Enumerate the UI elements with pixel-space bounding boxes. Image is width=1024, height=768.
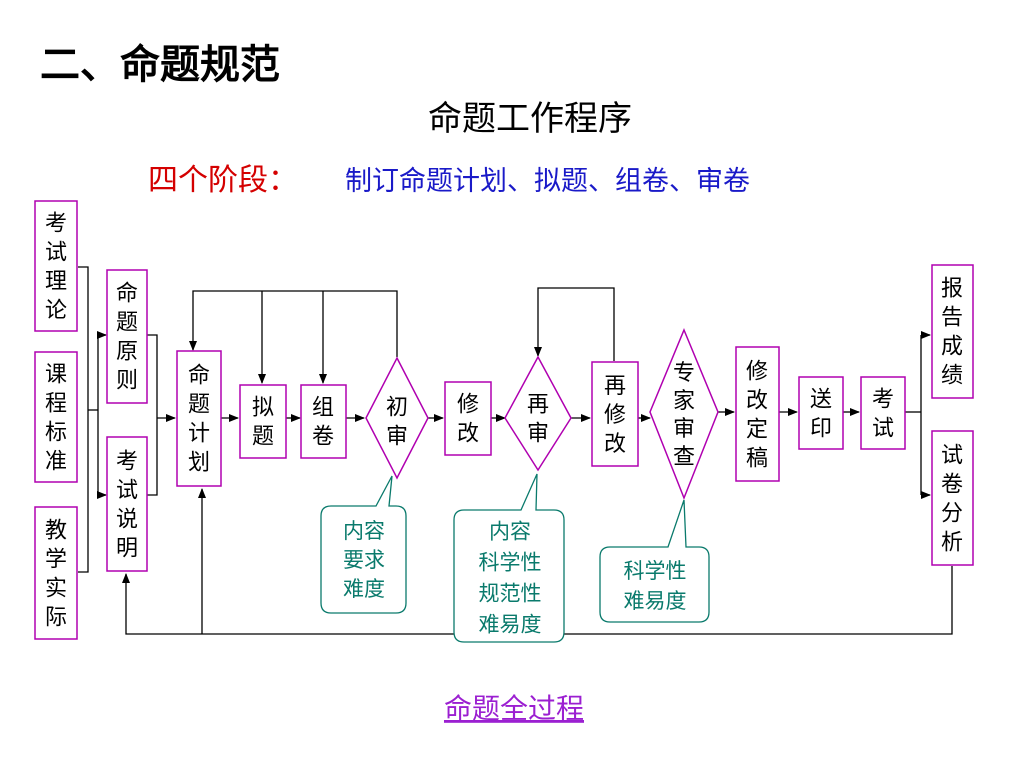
svg-text:考试说明: 考试说明: [116, 450, 138, 562]
node-niti: 拟题: [239, 384, 287, 459]
node-zaishen: 再审: [504, 355, 572, 472]
node-zujuan: 组卷: [300, 384, 347, 459]
svg-text:修改: 修改: [457, 393, 479, 447]
svg-text:内容要求难度: 内容要求难度: [343, 519, 385, 601]
svg-text:报告成绩: 报告成绩: [941, 277, 963, 389]
svg-text:专家审查: 专家审查: [673, 361, 695, 470]
section-title: 二、命题规范: [40, 42, 280, 88]
svg-text:再修改: 再修改: [604, 374, 626, 457]
callout-zhuanjia: 科学性难易度: [599, 499, 710, 623]
node-kaoshi-shuoming: 考试说明: [106, 436, 148, 572]
stages-items: 制订命题计划、拟题、组卷、审卷: [345, 166, 750, 197]
node-jiaoxue-shiji: 教学实际: [34, 506, 78, 640]
svg-text:组卷: 组卷: [312, 396, 334, 450]
node-zhuanjia-shencha: 专家审查: [649, 328, 719, 501]
node-mingti-jihua: 命题计划: [176, 350, 222, 487]
svg-text:考试: 考试: [872, 388, 894, 442]
node-mingti-yuanze: 命题原则: [106, 269, 148, 404]
svg-text:再审: 再审: [527, 393, 549, 447]
svg-text:试卷分析: 试卷分析: [941, 444, 963, 556]
svg-text:命题计划: 命题计划: [188, 364, 210, 476]
callout-zaishen: 内容科学性规范性难易度: [453, 473, 565, 643]
node-kecheng-biaozhun: 课程标准: [34, 351, 78, 483]
full-process-link[interactable]: 命题全过程: [444, 692, 584, 725]
connectors: [78, 266, 953, 635]
node-chushen: 初审: [365, 356, 429, 480]
node-kaoshi: 考试: [860, 376, 906, 450]
svg-text:考试理论: 考试理论: [45, 212, 67, 324]
svg-text:初审: 初审: [386, 396, 408, 450]
node-xiugai: 修改: [444, 381, 492, 456]
callout-chushen: 内容要求难度: [320, 475, 407, 614]
svg-text:命题原则: 命题原则: [116, 282, 138, 394]
svg-text:科学性难易度: 科学性难易度: [624, 559, 687, 613]
svg-text:课程标准: 课程标准: [45, 363, 67, 475]
svg-text:送印: 送印: [810, 388, 832, 442]
node-kaoshi-lilun: 考试理论: [34, 200, 78, 332]
stages-label: 四个阶段：: [148, 163, 298, 198]
svg-text:教学实际: 教学实际: [45, 519, 67, 631]
node-shijuan-fenxi: 试卷分析: [931, 430, 974, 566]
subtitle: 命题工作程序: [428, 99, 632, 139]
node-zai-xiugai: 再修改: [591, 361, 639, 467]
node-xiugai-dinggao: 修改定稿: [735, 346, 780, 482]
node-songyin: 送印: [798, 376, 844, 450]
svg-text:修改定稿: 修改定稿: [746, 360, 768, 472]
svg-text:内容科学性规范性难易度: 内容科学性规范性难易度: [479, 520, 542, 637]
svg-text:拟题: 拟题: [252, 396, 274, 450]
node-baogao-chengji: 报告成绩: [931, 264, 974, 399]
